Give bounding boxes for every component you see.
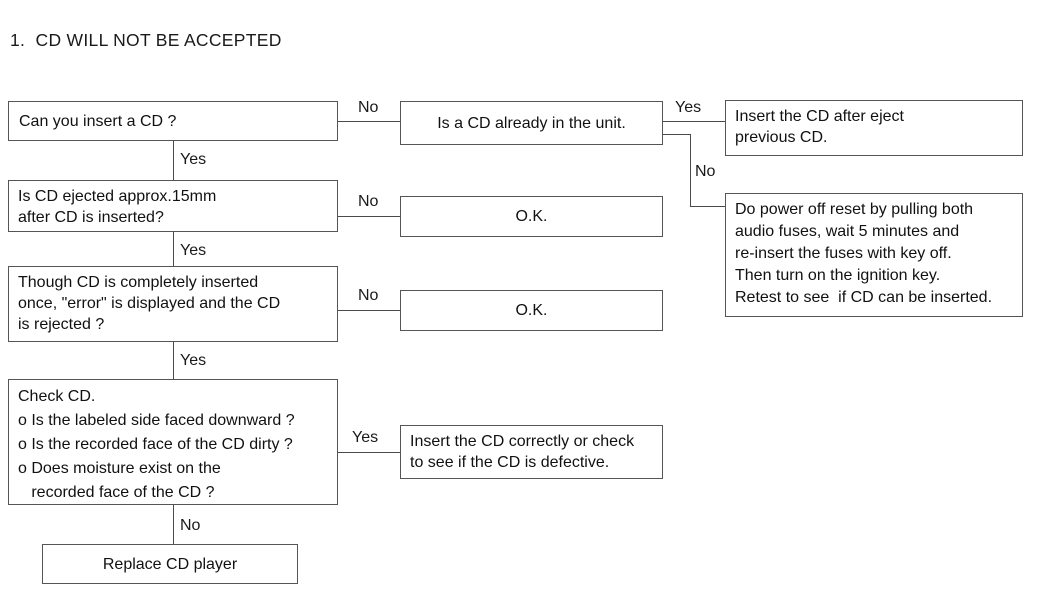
node-check-cd[interactable]: Check CD. o Is the labeled side faced do… xyxy=(8,379,338,505)
connector-q2-to-a2-enter xyxy=(690,206,725,207)
connector-q5-to-a3 xyxy=(338,452,400,453)
node-power-off-reset[interactable]: Do power off reset by pulling both audio… xyxy=(725,193,1023,317)
edge-label-q4-yes: Yes xyxy=(180,352,207,369)
node-replace-cd-player[interactable]: Replace CD player xyxy=(42,544,298,584)
edge-label-q2-no: No xyxy=(695,163,716,180)
node-though-cd-completely-inserted[interactable]: Though CD is completely inserted once, "… xyxy=(8,266,338,342)
edge-label-q5-yes: Yes xyxy=(352,429,379,446)
edge-label-q1-yes: Yes xyxy=(180,151,207,168)
connector-q1-to-q2 xyxy=(338,121,400,122)
edge-label-q2-yes: Yes xyxy=(675,99,702,116)
connector-q3-to-ok1 xyxy=(338,216,400,217)
node-can-you-insert-a-cd[interactable]: Can you insert a CD ? xyxy=(8,101,338,141)
connector-q4-to-ok2 xyxy=(338,310,400,311)
connector-q3-to-q4 xyxy=(173,232,174,266)
connector-q4-to-q5 xyxy=(173,342,174,379)
edge-label-q3-no: No xyxy=(358,193,379,210)
node-ok-1[interactable]: O.K. xyxy=(400,196,663,237)
node-is-cd-ejected-15mm[interactable]: Is CD ejected approx.15mm after CD is in… xyxy=(8,180,338,232)
connector-q5-to-a4 xyxy=(173,505,174,544)
edge-label-q5-no: No xyxy=(180,517,201,534)
node-ok-2[interactable]: O.K. xyxy=(400,290,663,331)
connector-q2-to-a2-drop xyxy=(690,134,691,206)
node-insert-the-cd-after-eject[interactable]: Insert the CD after eject previous CD. xyxy=(725,100,1023,156)
connector-q2-to-a1 xyxy=(663,121,725,122)
node-is-a-cd-already-in-the-unit[interactable]: Is a CD already in the unit. xyxy=(400,101,663,145)
page-title: 1. CD WILL NOT BE ACCEPTED xyxy=(10,30,282,50)
node-insert-cd-correctly[interactable]: Insert the CD correctly or check to see … xyxy=(400,425,663,479)
edge-label-q3-yes: Yes xyxy=(180,242,207,259)
connector-q2-to-a2-stub xyxy=(663,134,690,135)
edge-label-q1-no: No xyxy=(358,99,379,116)
edge-label-q4-no: No xyxy=(358,287,379,304)
connector-q1-to-q3 xyxy=(173,141,174,180)
